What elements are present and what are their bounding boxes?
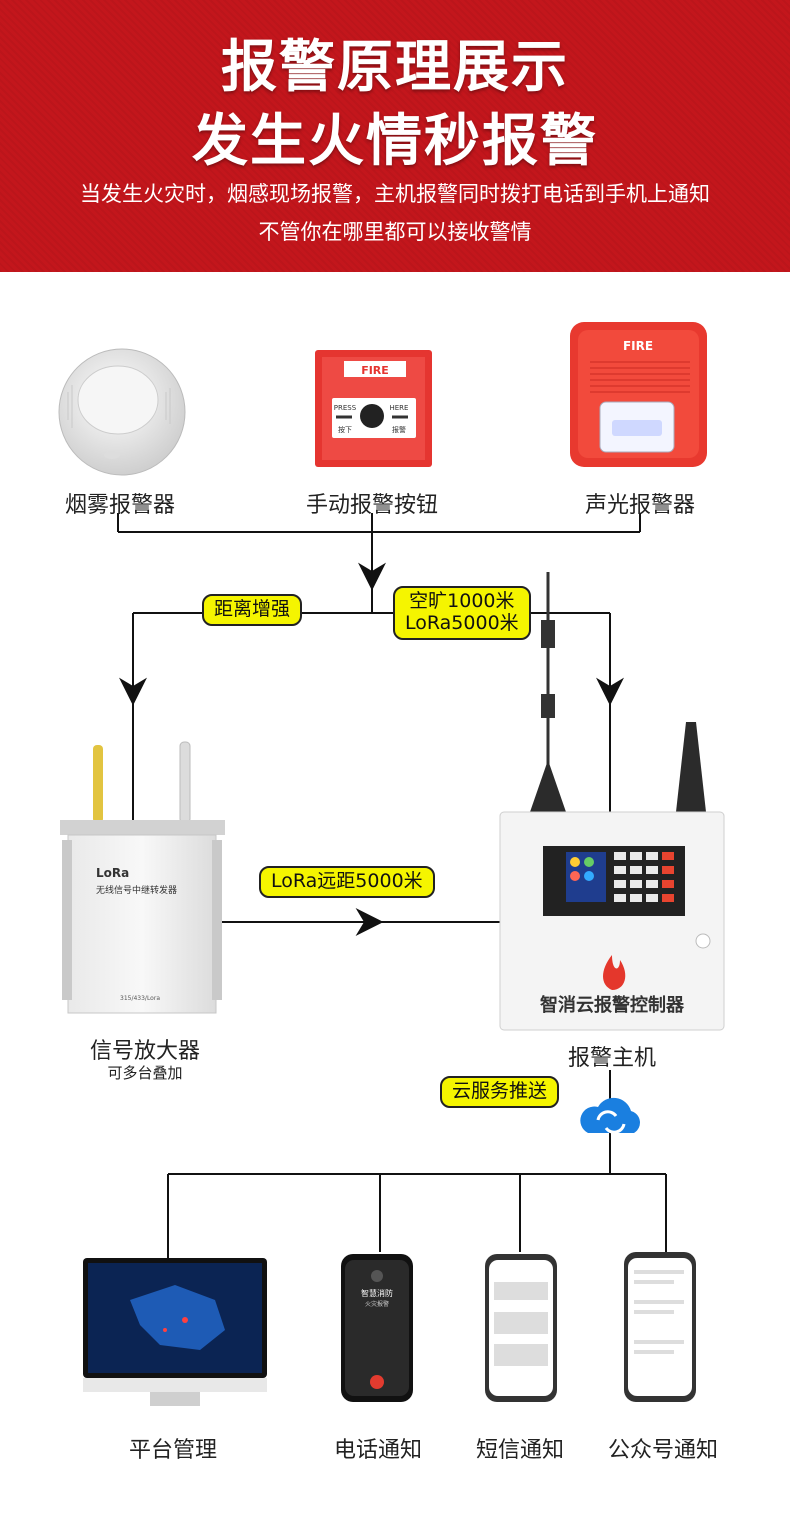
banner-subtitle-line1: 当发生火灾时，烟感现场报警，主机报警同时拨打电话到手机上通知 (80, 182, 710, 206)
tag-range-line2: LoRa5000米 (405, 611, 519, 634)
tag-range: 空旷1000米 LoRa5000米 (393, 586, 531, 640)
repeater-name-text: 无线信号中继转发器 (96, 884, 177, 896)
manual-here-cn-text: 报警 (392, 425, 406, 434)
host-label: 报警主机 (567, 1046, 656, 1071)
tag-lora-far: LoRa远距5000米 (259, 866, 435, 898)
manual-press-cn-text: 按下 (338, 425, 352, 434)
siren-image: FIRE (570, 322, 707, 467)
repeater-image: LoRa 无线信号中继转发器 315/433/Lora (60, 741, 225, 1014)
smoke-detector-image (58, 348, 186, 476)
banner-title-line2: 发生火情秒报警 (192, 109, 598, 174)
phone-wechat-image (624, 1252, 696, 1402)
sms-label: 短信通知 (475, 1438, 564, 1463)
call-name-text: 智慧消防 (361, 1288, 393, 1298)
tag-distance: 距离增强 (202, 594, 303, 626)
smoke-detector-label: 烟雾报警器 (64, 493, 175, 518)
platform-label: 平台管理 (128, 1438, 217, 1463)
call-sub-text: 火灾报警 (365, 1300, 389, 1308)
manual-button-label: 手动报警按钮 (305, 493, 438, 518)
cloud-icon (580, 1097, 640, 1134)
repeater-sublabel: 可多台叠加 (107, 1064, 183, 1082)
tag-range-line1: 空旷1000米 (409, 590, 515, 612)
phone-sms-image (485, 1254, 557, 1402)
siren-label: 声光报警器 (584, 493, 695, 518)
repeater-label: 信号放大器 (89, 1039, 200, 1064)
banner-subtitle-line2: 不管你在哪里都可以接收警情 (258, 220, 532, 244)
repeater-brand-text: LoRa (96, 866, 129, 880)
phone-call-label: 电话通知 (333, 1438, 422, 1463)
monitor-image (83, 1258, 267, 1406)
alarm-host-image: 智消云报警控制器 (499, 572, 725, 1031)
wechat-label: 公众号通知 (607, 1438, 718, 1463)
phone-call-image: 智慧消防 火灾报警 (341, 1254, 413, 1402)
repeater-freq-text: 315/433/Lora (120, 995, 160, 1002)
header-banner (0, 0, 790, 272)
manual-button-image: FIRE PRESS HERE 按下 报警 (315, 350, 432, 467)
siren-fire-text: FIRE (623, 339, 653, 353)
host-panel-name-text: 智消云报警控制器 (540, 994, 685, 1016)
manual-fire-text: FIRE (361, 364, 389, 377)
tag-cloud: 云服务推送 (440, 1076, 560, 1108)
manual-here-text: HERE (390, 404, 409, 412)
manual-press-text: PRESS (334, 404, 357, 412)
banner-title-line1: 报警原理展示 (221, 35, 569, 100)
